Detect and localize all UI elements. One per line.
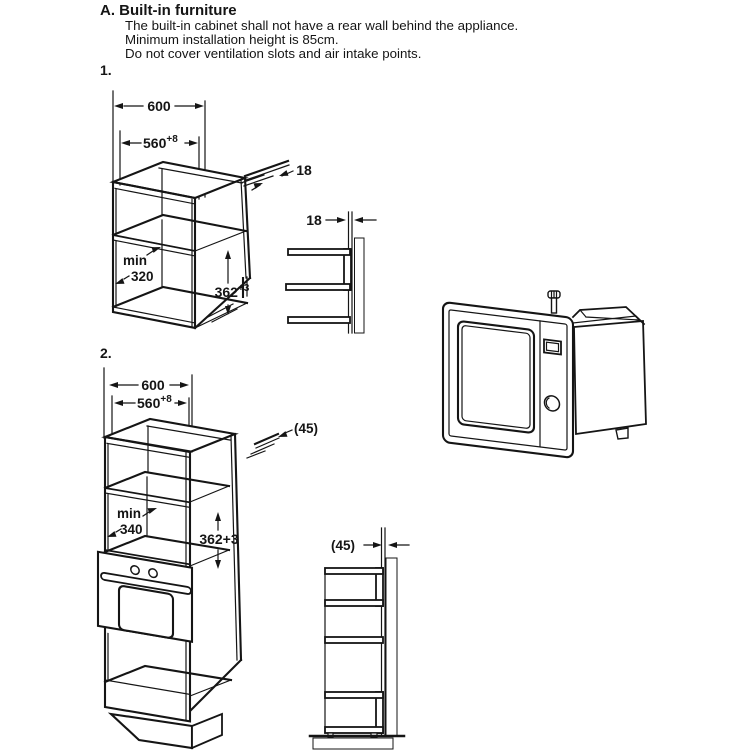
dim-label-inner-width: 560+8 <box>137 394 172 411</box>
dim-label-wall-gap: (45) <box>331 538 355 553</box>
shelf-surfaces <box>111 213 249 309</box>
shelf-bar <box>324 726 384 734</box>
oven-knob <box>130 565 140 576</box>
base-plate <box>312 737 394 750</box>
fig1-dim-outer-width: 600 <box>112 90 206 198</box>
figure1-number: 1. <box>100 62 112 78</box>
fig2-cabinet-drawing <box>96 417 243 750</box>
figure1-diagram: 600 560+8 <box>109 90 377 334</box>
instruction-text: The built-in cabinet shall not have a re… <box>125 18 519 62</box>
dim-label-outer-width: 600 <box>141 377 165 393</box>
shelf-bar <box>324 567 384 575</box>
fig2-dim-wall-gap: (45) <box>331 538 410 553</box>
oven-handle <box>100 571 192 595</box>
fig1-side-view: 18 <box>285 211 377 334</box>
section-title: A. Built-in furniture <box>100 2 237 19</box>
shelf-surfaces <box>103 470 233 684</box>
fig1-cabinet-drawing <box>109 160 252 330</box>
right-wall <box>193 176 252 330</box>
fig2-dim-panel-thickness: (45) <box>246 421 318 459</box>
control-panel <box>543 338 562 412</box>
display <box>543 338 562 356</box>
dim-label-outer-width: 600 <box>147 98 171 114</box>
dim-label-depth-value: 320 <box>131 269 154 284</box>
mounting-screw-icon <box>547 290 561 314</box>
instruction-line: Minimum installation height is 85cm. <box>125 32 339 48</box>
instruction-line: Do not cover ventilation slots and air i… <box>125 46 422 62</box>
dim-label-depth-value: 340 <box>120 522 143 537</box>
fig2-side-view: (45) <box>308 527 410 750</box>
microwave-window <box>456 320 536 434</box>
dim-label-wall-gap: 18 <box>306 212 322 228</box>
wall-section <box>354 237 365 334</box>
plinth <box>107 712 223 750</box>
instruction-line: The built-in cabinet shall not have a re… <box>125 18 519 33</box>
dim-label-panel-thickness: (45) <box>294 421 318 436</box>
fig1-dim-niche-height: 362+3 <box>207 250 250 323</box>
shelf-bar <box>287 316 351 324</box>
fig2-dim-outer-width: 600 <box>103 367 193 453</box>
fig1-dim-wall-gap: 18 <box>306 212 377 228</box>
right-wall <box>189 432 243 712</box>
dim-label-niche-height: 362+3 <box>199 531 239 547</box>
fig1-dim-panel-thickness: 18 <box>240 159 312 191</box>
dim-label-inner-width: 560+8 <box>143 134 178 151</box>
microwave-illustration <box>441 290 647 459</box>
fig2-dim-depth: min 340 <box>107 506 157 537</box>
shelf-bar <box>324 691 384 699</box>
dim-label-panel-thickness: 18 <box>296 162 312 178</box>
control-knob <box>543 395 561 412</box>
oven-window <box>117 585 175 639</box>
wall-section <box>385 557 398 737</box>
oven-front <box>96 550 194 643</box>
dim-label-depth-min: min <box>123 253 147 268</box>
figure2-diagram: 600 560+8 <box>96 367 410 750</box>
shelf-bar <box>285 283 351 291</box>
shelf-bar <box>324 636 384 644</box>
cabinet-front-face <box>96 435 194 723</box>
dim-label-depth-min: min <box>117 506 141 521</box>
fig2-dim-niche-height: 362+3 <box>199 512 239 569</box>
shelf-bar <box>324 599 384 607</box>
dim-label-niche-height: 362+3 <box>215 283 250 300</box>
figure2-number: 2. <box>100 345 112 361</box>
shelf-bar <box>287 248 351 256</box>
oven-knob <box>148 568 158 579</box>
fig1-dim-depth: min 320 <box>115 247 161 284</box>
microwave-foot <box>615 427 629 440</box>
trim-frame <box>441 301 575 459</box>
microwave-body <box>571 306 647 440</box>
